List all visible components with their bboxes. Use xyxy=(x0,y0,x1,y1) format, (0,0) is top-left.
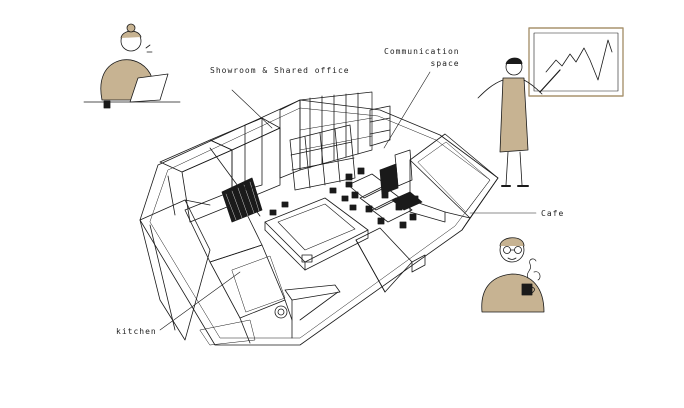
lower-walls xyxy=(199,284,341,346)
communication-space-label: Communication space xyxy=(384,46,460,70)
woman-presenting-icon xyxy=(477,27,624,187)
kitchen-zone xyxy=(139,189,293,344)
cafe-wing xyxy=(409,133,499,231)
leader-lines xyxy=(159,71,537,331)
communication-label-line2: space xyxy=(430,59,460,68)
pointer-stick xyxy=(539,69,561,93)
cafe-label: Cafe xyxy=(541,209,565,218)
woman-coffee-icon xyxy=(481,237,545,313)
kitchen-leader-line xyxy=(159,271,241,331)
showroom-label: Showroom & Shared office xyxy=(210,66,350,75)
center-wall-shelving xyxy=(244,91,391,191)
showroom-shelving xyxy=(159,117,281,223)
chairs xyxy=(269,181,357,216)
cafe-counter xyxy=(355,149,426,293)
kitchen-label: kitchen xyxy=(116,327,157,336)
showroom-leader-line xyxy=(231,89,273,129)
communication-leader-line xyxy=(383,71,431,149)
communication-label-line1: Communication xyxy=(384,47,460,56)
woman-laptop-icon xyxy=(83,23,181,109)
central-table xyxy=(264,197,369,271)
